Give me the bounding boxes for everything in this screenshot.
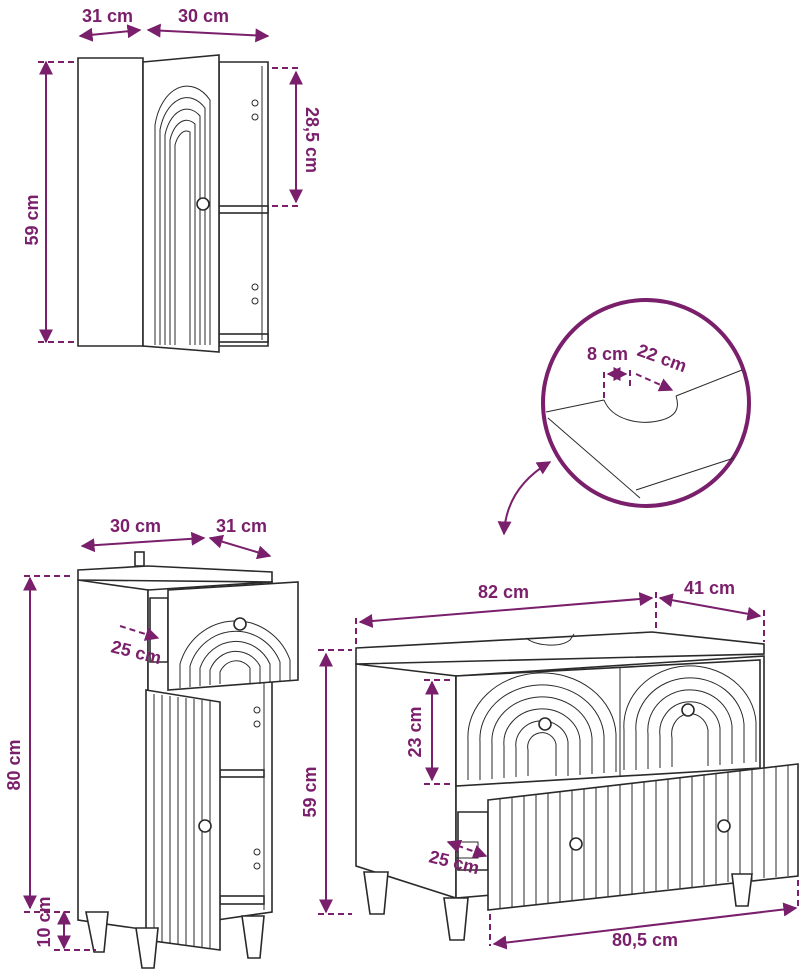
wall-cabinet	[77, 54, 269, 353]
vanity-depth-label: 41 cm	[684, 578, 735, 598]
tall-door-knob	[198, 819, 212, 833]
detail-magnifier	[541, 298, 751, 508]
vanity-top-knob-right	[681, 703, 695, 717]
vanity-arch-pattern-left	[467, 672, 617, 780]
vanity-drawer-knob-right	[717, 819, 731, 833]
vanity-drawer-height-label: 23 cm	[405, 706, 425, 757]
tall-drawer-knob	[233, 617, 247, 631]
wall-door-arch-pattern	[154, 85, 211, 345]
wall-width-label: 30 cm	[178, 6, 229, 26]
wall-shelf-height-label: 28,5 cm	[302, 107, 322, 173]
wall-door-knob	[196, 197, 210, 211]
tall-leg-height-label: 10 cm	[34, 896, 54, 947]
tall-door-ribs	[153, 694, 211, 949]
vanity-drawer-ribs	[499, 765, 789, 909]
tall-depth-label: 31 cm	[216, 516, 267, 536]
detail-cutout-width-label: 8 cm	[587, 344, 628, 364]
vanity-top-knob-left	[538, 717, 552, 731]
wall-depth-label: 31 cm	[82, 6, 133, 26]
tall-width-label: 30 cm	[110, 516, 161, 536]
vanity-height-label: 59 cm	[300, 766, 320, 817]
vanity-drawer-knob-left	[569, 837, 583, 851]
vanity-arch-pattern-right	[623, 665, 757, 770]
vanity-drawer-width-label: 80,5 cm	[612, 930, 678, 950]
vanity-cabinet	[355, 631, 799, 941]
detail-pointer-arrow	[497, 461, 552, 536]
wall-height-label: 59 cm	[22, 194, 42, 245]
tall-height-label: 80 cm	[4, 739, 24, 790]
vanity-width-label: 82 cm	[478, 582, 529, 602]
tall-drawer-arch-pattern	[179, 620, 291, 688]
tall-cabinet	[77, 551, 299, 969]
